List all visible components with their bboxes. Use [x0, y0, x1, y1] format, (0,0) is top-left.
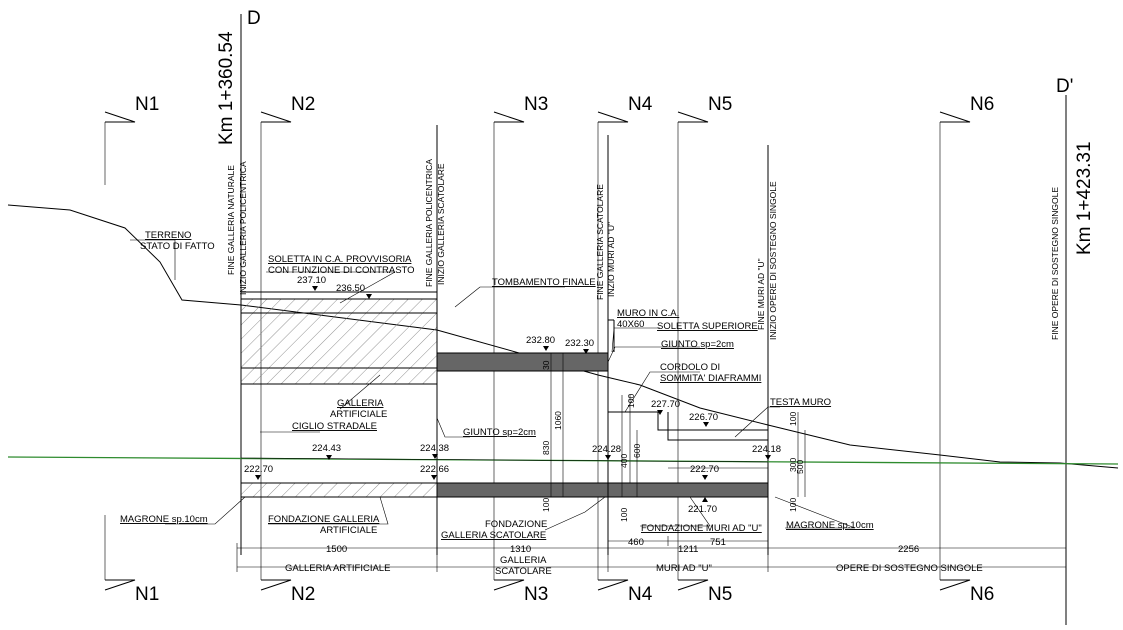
- label-funzione-contrasto: CON FUNZIONE DI CONTRASTO: [268, 265, 415, 276]
- galleria-artificiale-structure: [240, 291, 438, 498]
- section-label-n2-bottom: N2: [291, 584, 315, 605]
- elevation-224-43: 224.43: [312, 443, 341, 454]
- dim-400: 400: [619, 454, 629, 468]
- bottom-label-muri-u: MURI AD "U": [656, 563, 712, 574]
- label-sommita-diaframmi: SOMMITA' DIAFRAMMI: [660, 373, 761, 384]
- vlabel-inizio-galleria-policentrica: INIZIO GALLERIA POLICENTRICA: [238, 161, 248, 295]
- label-ciglio-stradale: CIGLIO STRADALE: [292, 421, 377, 432]
- label-testa-muro: TESTA MURO: [770, 397, 831, 408]
- section-label-n5-top: N5: [708, 94, 732, 115]
- elevation-224-28: 224.28: [592, 444, 621, 455]
- label-terreno: TERRENO: [145, 230, 191, 241]
- section-label-n1-top: N1: [135, 94, 159, 115]
- elevation-222-70-left: 222.70: [244, 464, 273, 475]
- galleria-scatolare-structure: [436, 352, 769, 498]
- dim-300: 300: [788, 458, 798, 472]
- elevation-226-70: 226.70: [689, 412, 718, 423]
- vlabel-fine-galleria-policentrica: FINE GALLERIA POLICENTRICA: [424, 159, 434, 287]
- dim-100-r1: 100: [788, 412, 798, 426]
- section-label-n3-bottom: N3: [524, 584, 548, 605]
- bottom-label-galleria-artificiale: GALLERIA ARTIFICIALE: [285, 563, 390, 574]
- section-label-n4-bottom: N4: [628, 584, 653, 605]
- dim-100-r2: 100: [788, 498, 798, 512]
- elevation-triangles: [255, 286, 771, 502]
- elevation-224-38: 224.38: [420, 443, 449, 454]
- label-tombamento-finale: TOMBAMENTO FINALE: [492, 277, 596, 288]
- vlabel-fine-opere-sostegno: FINE OPERE DI SOSTEGNO SINGOLE: [1050, 187, 1060, 340]
- dim-600: 600: [632, 444, 642, 458]
- elevation-227-70: 227.70: [651, 399, 680, 410]
- elevation-222-70-right: 222.70: [690, 464, 719, 475]
- label-giunto-bottom: GIUNTO sp=2cm: [463, 427, 536, 438]
- label-fondazione-muri-u: FONDAZIONE MURI AD "U": [641, 523, 762, 534]
- dim-100-b: 100: [626, 394, 636, 408]
- dim-1310: 1310: [510, 544, 531, 555]
- elevation-232-80: 232.80: [526, 335, 555, 346]
- dim-500: 500: [795, 460, 805, 474]
- elevation-221-70: 221.70: [688, 504, 717, 515]
- vlabel-inizio-galleria-scatolare: INIZIO GALLERIA SCATOLARE: [436, 163, 446, 285]
- vlabel-fine-muri-u: FINE MURI AD "U": [756, 258, 766, 330]
- label-artificiale: ARTIFICIALE: [330, 409, 387, 420]
- vlabel-inizio-opere-sostegno: INIZIO OPERE DI SOSTEGNO SINGOLE: [768, 181, 778, 340]
- dim-1060: 1060: [553, 411, 563, 430]
- bottom-label-galleria: GALLERIA: [500, 555, 547, 566]
- marker-d-prime: D': [1056, 76, 1073, 97]
- dim-100-a: 100: [541, 498, 551, 512]
- marker-d: D: [247, 8, 261, 29]
- dim-1211: 1211: [678, 544, 698, 555]
- section-label-n6-top: N6: [970, 94, 994, 115]
- dim-751: 751: [710, 537, 726, 548]
- vertical-dimensions: [550, 353, 806, 497]
- section-lines: [104, 111, 971, 591]
- elevation-236-50: 236.50: [336, 283, 365, 294]
- label-fondazione-artificiale: ARTIFICIALE: [320, 525, 377, 536]
- label-soletta-provvisoria: SOLETTA IN C.A. PROVVISORIA: [268, 254, 412, 265]
- section-label-n5-bottom: N5: [708, 584, 732, 605]
- label-galleria-scatolare: GALLERIA SCATOLARE: [441, 530, 546, 541]
- vlabel-fine-galleria-naturale: FINE GALLERIA NATURALE: [226, 165, 236, 275]
- label-magrone-left: MAGRONE sp.10cm: [120, 514, 208, 525]
- vlabel-fine-galleria-scatolare: FINE GALLERIA SCATOLARE: [595, 184, 605, 300]
- muri-u-structure: [608, 319, 768, 483]
- section-label-n2-top: N2: [291, 94, 315, 115]
- horizontal-dimensions: [236, 536, 1066, 572]
- km-end-label: Km 1+423.31: [1074, 141, 1095, 255]
- vlabel-inzio-muri-u: INZIO MURI AD "U": [606, 222, 616, 297]
- dim-100-c: 100: [619, 508, 629, 522]
- dim-2256: 2256: [898, 544, 919, 555]
- dim-830: 830: [541, 441, 551, 455]
- label-magrone-right: MAGRONE sp.10cm: [786, 520, 874, 531]
- dim-30: 30: [541, 360, 551, 370]
- bottom-label-opere-sostegno: OPERE DI SOSTEGNO SINGOLE: [836, 563, 983, 574]
- label-muro-size: 40X60: [617, 319, 644, 330]
- bottom-label-scatolare: SCATOLARE: [495, 566, 552, 577]
- dim-1500: 1500: [326, 544, 347, 555]
- elevation-222-66: 222.66: [420, 464, 449, 475]
- label-fondazione: FONDAZIONE: [485, 519, 547, 530]
- section-label-n6-bottom: N6: [970, 584, 994, 605]
- label-soletta-superiore: SOLETTA SUPERIORE: [657, 321, 758, 332]
- label-cordolo: CORDOLO DI: [660, 362, 720, 373]
- section-label-n4-top: N4: [628, 94, 653, 115]
- label-stato-di-fatto: STATO DI FATTO: [140, 241, 215, 252]
- elevation-237-10: 237.10: [297, 275, 326, 286]
- label-galleria: GALLERIA: [337, 398, 384, 409]
- section-label-n1-bottom: N1: [135, 584, 159, 605]
- terrain-line: [7, 204, 1119, 469]
- section-label-n3-top: N3: [524, 94, 548, 115]
- elevation-224-18: 224.18: [752, 444, 781, 455]
- label-muro-ca: MURO IN C.A.: [617, 308, 679, 319]
- label-giunto-top: GIUNTO sp=2cm: [661, 339, 734, 350]
- label-fondazione-galleria: FONDAZIONE GALLERIA: [268, 514, 380, 525]
- dim-460: 460: [628, 537, 644, 548]
- km-start-label: Km 1+360.54: [216, 31, 237, 145]
- elevation-232-30: 232.30: [565, 338, 594, 349]
- leader-lines: [130, 239, 856, 531]
